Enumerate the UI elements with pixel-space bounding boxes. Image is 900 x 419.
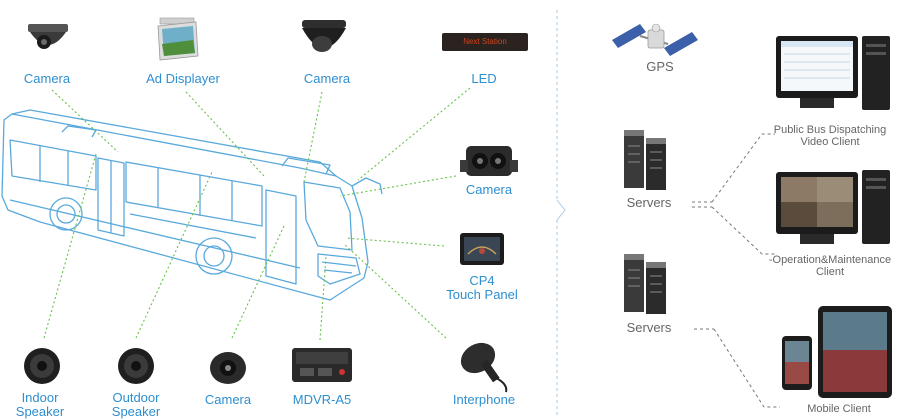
dispatch-client-label: Public Bus Dispatching Video Client	[762, 124, 898, 148]
outdoor-speaker-label: Outdoor Speaker	[96, 391, 176, 419]
bus-illustration	[1, 109, 383, 301]
workstation-icon	[776, 170, 890, 244]
touch-panel-icon	[460, 233, 504, 265]
camera-dome-icon	[302, 20, 346, 52]
dispatch-client-label-line1: Public Bus Dispatching	[773, 124, 887, 136]
mdvr-recorder-icon	[292, 348, 352, 382]
camera-label: Camera	[465, 182, 513, 197]
camera-label: Camera	[23, 71, 71, 86]
operation-client-label: -Operation&Maintenance Client	[762, 254, 898, 278]
mobile-client-label: Mobile Client	[807, 403, 871, 415]
cp4-label-line1: CP4	[469, 273, 495, 288]
dispatch-client-label-line2: Video Client	[800, 136, 860, 148]
cp4-label-line2: Touch Panel	[446, 287, 518, 302]
operation-client-label-line2: Client	[815, 266, 845, 278]
cp4-label: CP4 Touch Panel	[432, 274, 532, 302]
camera-label: Camera	[204, 392, 252, 407]
device-connectors	[43, 87, 471, 341]
ad-display-icon	[157, 17, 199, 61]
led-label: LED	[471, 71, 497, 86]
servers-label: Servers	[626, 320, 672, 335]
server-rack-icon	[624, 130, 666, 190]
gps-satellite-icon	[612, 23, 698, 56]
camera-dome-icon	[210, 352, 246, 384]
interphone-label: Interphone	[452, 392, 516, 407]
camera-dome-icon	[28, 24, 68, 49]
interphone-icon	[460, 342, 508, 393]
outdoor-speaker-label-line2: Speaker	[111, 404, 161, 419]
indoor-speaker-label-line1: Indoor	[21, 390, 59, 405]
indoor-speaker-label: Indoor Speaker	[0, 391, 80, 419]
indoor-speaker-label-line2: Speaker	[15, 404, 65, 419]
mobile-devices-icon	[782, 306, 892, 398]
speaker-icon	[24, 348, 60, 384]
client-links	[692, 133, 780, 408]
camera-box-icon	[460, 146, 518, 176]
servers-label: Servers	[626, 195, 672, 210]
workstation-icon	[776, 36, 890, 110]
speaker-icon	[118, 348, 154, 384]
ad-displayer-label: Ad Displayer	[146, 71, 220, 86]
server-rack-icon	[624, 254, 666, 314]
section-divider	[556, 10, 566, 415]
mdvr-label: MDVR-A5	[292, 392, 352, 407]
operation-client-label-line1: -Operation&Maintenance	[768, 254, 892, 266]
camera-label: Camera	[303, 71, 351, 86]
led-screen-text: Next Station	[444, 35, 526, 49]
outdoor-speaker-label-line1: Outdoor	[112, 390, 160, 405]
gps-label: GPS	[646, 59, 674, 74]
